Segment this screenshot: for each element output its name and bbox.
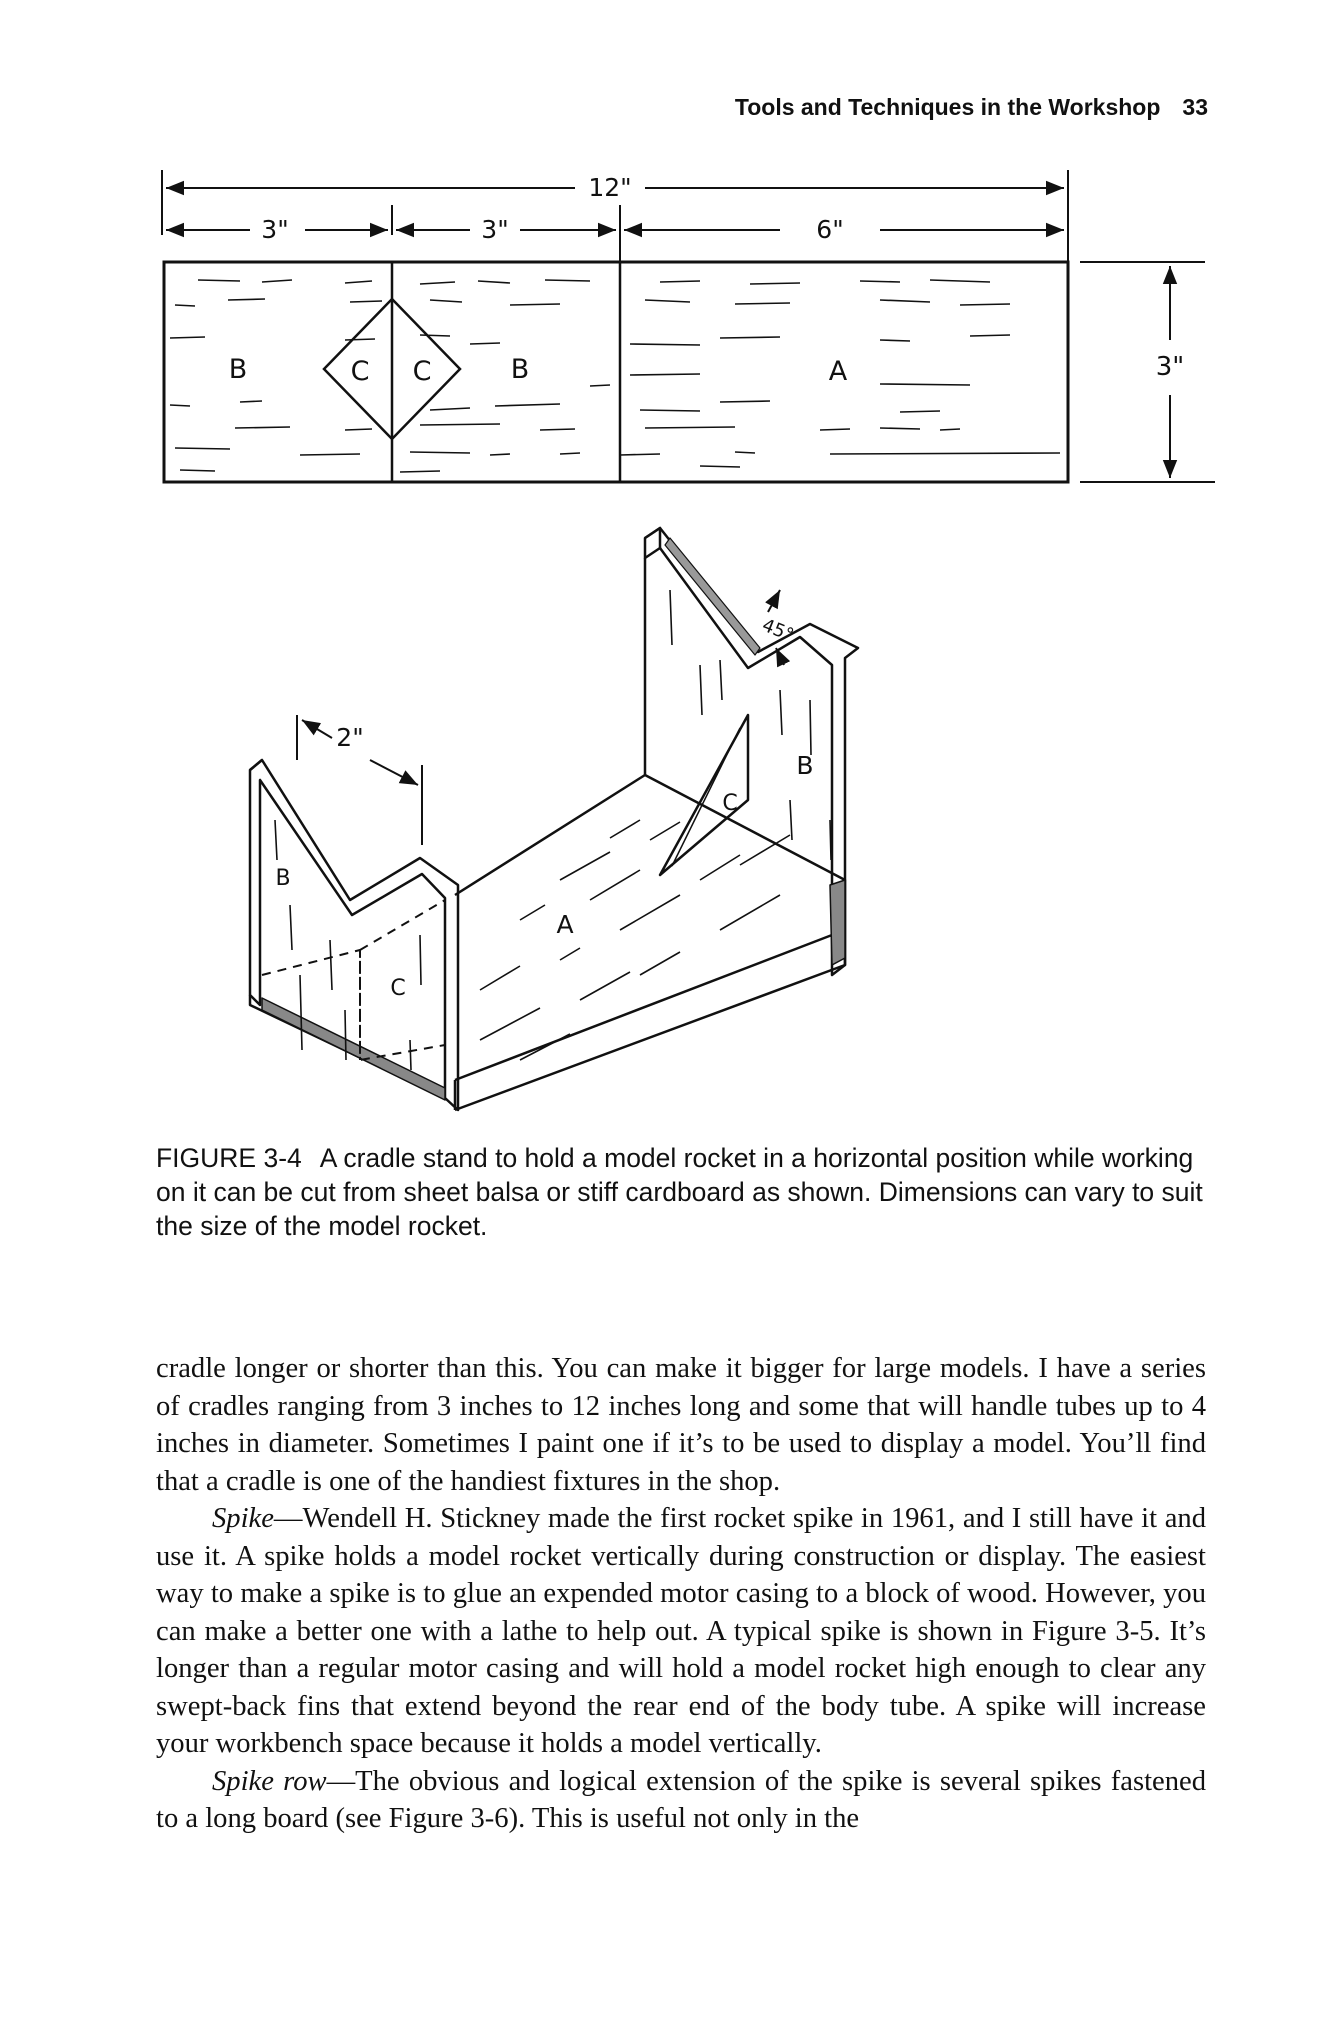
cradle-label-b-back: B — [796, 751, 813, 780]
label-c-left: C — [351, 356, 370, 387]
run-in-term: Spike row — [212, 1765, 327, 1797]
label-b-left: B — [229, 354, 248, 385]
label-c-right: C — [413, 356, 432, 387]
cradle-label-b-front: B — [275, 866, 290, 891]
pattern-sheet — [161, 170, 1215, 484]
body-text: cradle longer or shorter than this. You … — [156, 1350, 1206, 1838]
dim-notch: 2" — [336, 723, 363, 752]
label-a: A — [829, 356, 848, 387]
header-title: Tools and Techniques in the Workshop — [734, 94, 1161, 120]
paragraph: Spike—Wendell H. Stickney made the first… — [156, 1500, 1206, 1763]
run-in-term: Spike — [212, 1503, 274, 1534]
cradle-label-c-back: C — [722, 791, 737, 816]
paragraph: cradle longer or shorter than this. You … — [156, 1353, 1206, 1497]
paragraph-text: —The obvious and logical extension of th… — [156, 1765, 1206, 1835]
dim-height: 3" — [1156, 352, 1185, 382]
cradle-label-c-front: C — [390, 976, 405, 1001]
cradle-label-a: A — [556, 910, 573, 939]
label-b-right: B — [511, 354, 530, 385]
paragraph-text: —Wendell H. Stickney made the first rock… — [156, 1503, 1206, 1759]
paragraph: Spike row—The obvious and logical extens… — [156, 1763, 1206, 1838]
dim-overall: 12" — [588, 173, 631, 202]
cradle-drawing — [248, 526, 860, 1112]
running-header: Tools and Techniques in the Workshop 33 — [0, 94, 1208, 121]
pattern-labels: 12" 3" 3" 6" 3" B C C B A — [229, 173, 1185, 387]
dim-left: 3" — [261, 215, 288, 244]
figure-number: FIGURE 3-4 — [156, 1143, 302, 1173]
dim-middle: 3" — [481, 215, 508, 244]
cradle-figure: 12" 3" 3" 6" 3" B C C B A — [161, 170, 1215, 1112]
page-number: 33 — [1182, 94, 1208, 120]
figure-caption-text: A cradle stand to hold a model rocket in… — [156, 1143, 1203, 1241]
cradle-labels: 2" 45° B C B C A — [275, 615, 813, 1001]
dim-right: 6" — [816, 215, 843, 244]
